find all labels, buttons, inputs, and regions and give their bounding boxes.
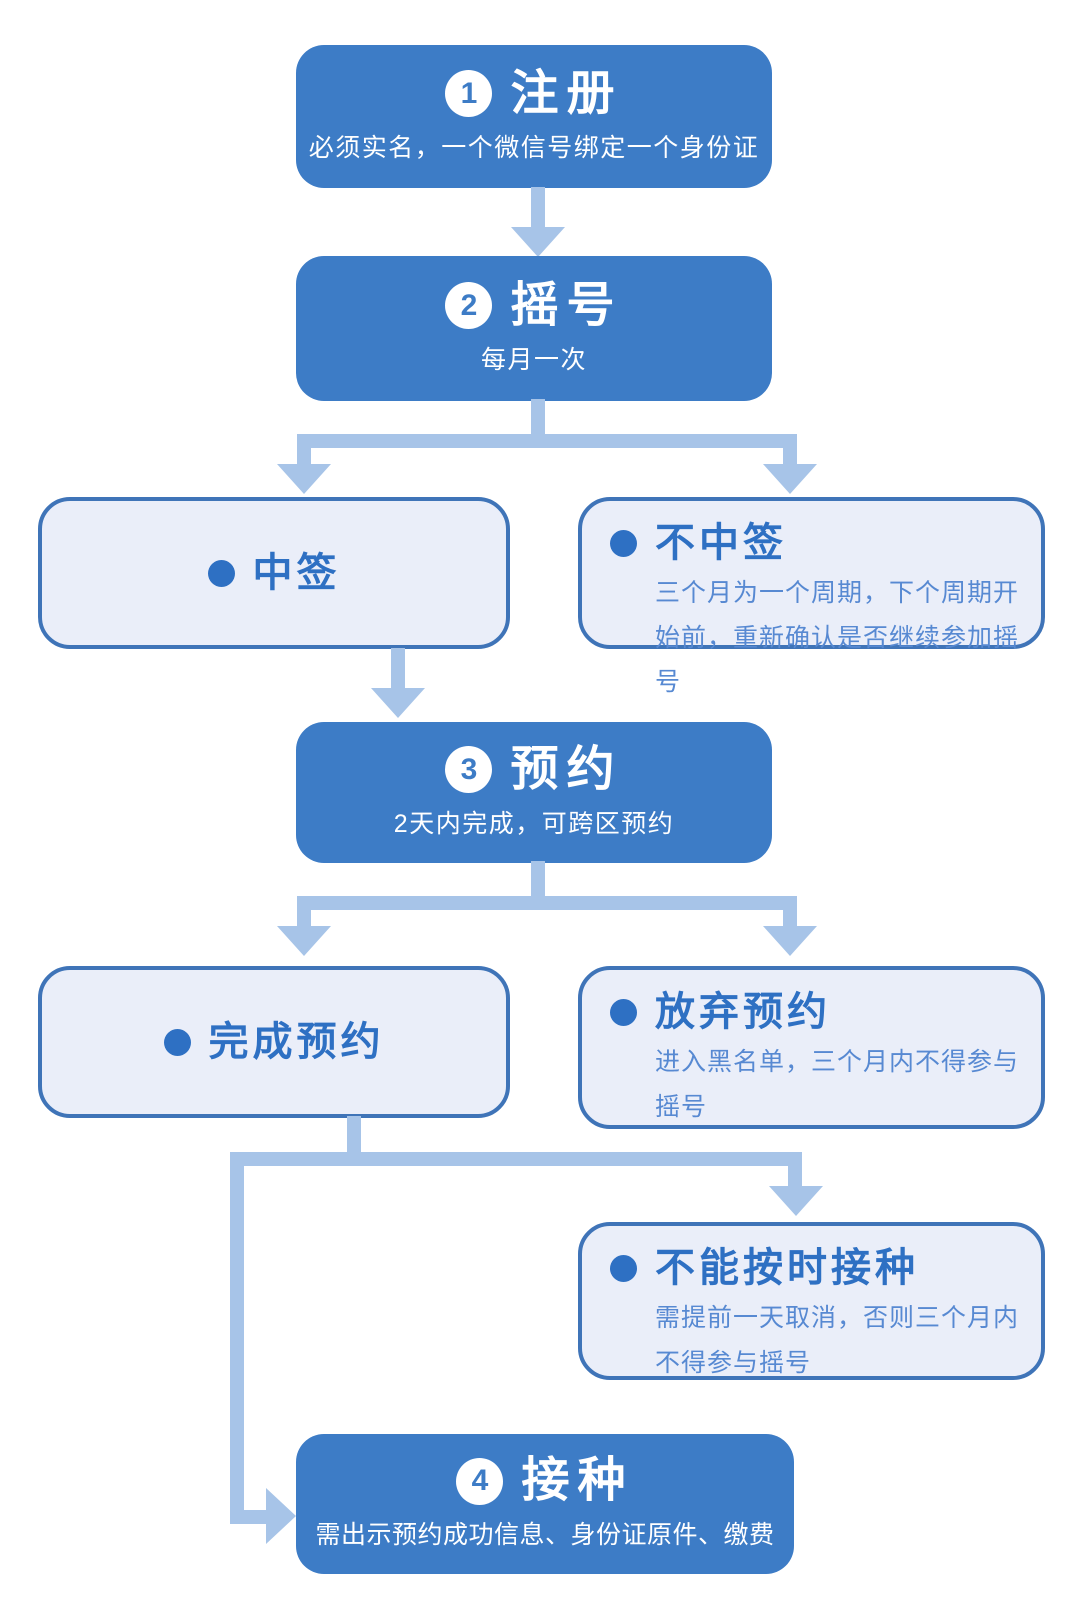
arrow-right-icon	[266, 1488, 296, 1544]
step-register-title: 1 注册	[445, 66, 623, 120]
connector-appointment-stub	[531, 861, 545, 896]
step-vaccination-title: 4 接种	[456, 1457, 633, 1505]
outcome-not-selected-desc: 三个月为一个周期，下个周期开始前，重新确认是否继续参加摇号	[655, 579, 1020, 696]
outcome-appointment-abandoned-title: 放弃预约	[610, 992, 1021, 1032]
outcome-appointment-completed-label: 完成预约	[208, 1020, 385, 1064]
step-number-badge: 2	[445, 282, 493, 329]
connector-appointment-split-bar	[297, 896, 797, 910]
connector-completed-split-bar	[230, 1152, 802, 1166]
outcome-missed-vaccination-title: 不能按时接种	[610, 1248, 1021, 1288]
arrow-down-icon	[371, 688, 425, 718]
connector-lottery-split-bar	[297, 434, 797, 448]
outcome-appointment-completed-title: 完成预约	[163, 1020, 385, 1064]
step-appointment: 3 预约 2天内完成，可跨区预约	[296, 722, 772, 863]
arrow-down-icon	[769, 1186, 823, 1216]
outcome-appointment-completed: 完成预约	[38, 966, 510, 1118]
arrow-down-icon	[763, 464, 817, 494]
outcome-not-selected-label: 不中签	[655, 521, 787, 565]
outcome-missed-vaccination-desc: 需提前一天取消，否则三个月内不得参与摇号	[655, 1304, 1020, 1377]
step-number-badge: 3	[445, 746, 493, 793]
arrow-down-icon	[763, 926, 817, 956]
outcome-selected-title: 中签	[207, 551, 341, 595]
step-register-label: 注册	[510, 66, 623, 120]
outcome-appointment-abandoned-label: 放弃预约	[655, 990, 831, 1034]
connector-register-to-lottery	[531, 187, 545, 229]
connector-lottery-right-drop	[783, 448, 797, 466]
bullet-icon	[163, 1028, 191, 1056]
outcome-appointment-abandoned-desc: 进入黑名单，三个月内不得参与摇号	[655, 1048, 1020, 1121]
connector-selected-to-appointment	[391, 648, 405, 690]
step-number-badge: 4	[456, 1457, 504, 1505]
step-register: 1 注册 必须实名，一个微信号绑定一个身份证	[296, 45, 772, 188]
bullet-icon	[610, 529, 637, 557]
bullet-icon	[610, 1254, 637, 1282]
connector-completed-left-vertical	[230, 1166, 244, 1524]
step-vaccination-label: 接种	[521, 1454, 634, 1507]
step-number-badge: 1	[445, 70, 493, 117]
step-vaccination-subtitle: 需出示预约成功信息、身份证原件、缴费	[315, 1521, 775, 1549]
outcome-appointment-abandoned: 放弃预约 进入黑名单，三个月内不得参与摇号	[578, 966, 1045, 1129]
connector-appointment-right-drop	[783, 910, 797, 928]
bullet-icon	[207, 559, 235, 587]
outcome-not-selected: 不中签 三个月为一个周期，下个周期开始前，重新确认是否继续参加摇号	[578, 497, 1045, 696]
outcome-not-selected-title: 不中签	[610, 523, 1021, 563]
step-vaccination: 4 接种 需出示预约成功信息、身份证原件、缴费	[296, 1434, 794, 1574]
connector-completed-left-horizontal	[244, 1510, 268, 1524]
outcome-missed-vaccination-label: 不能按时接种	[655, 1246, 919, 1290]
step-lottery-label: 摇号	[510, 278, 623, 332]
arrow-down-icon	[277, 926, 331, 956]
outcome-missed-vaccination: 不能按时接种 需提前一天取消，否则三个月内不得参与摇号	[578, 1222, 1045, 1380]
connector-completed-stub	[347, 1116, 361, 1152]
outcome-selected-label: 中签	[252, 551, 341, 595]
step-appointment-subtitle: 2天内完成，可跨区预约	[393, 809, 675, 838]
step-lottery-subtitle: 每月一次	[480, 345, 587, 374]
step-lottery-title: 2 摇号	[445, 278, 623, 332]
arrow-down-icon	[511, 227, 565, 257]
bullet-icon	[610, 998, 637, 1026]
step-appointment-label: 预约	[510, 742, 623, 796]
outcome-selected: 中签	[38, 497, 510, 649]
connector-lottery-left-drop	[297, 448, 311, 466]
connector-appointment-left-drop	[297, 910, 311, 928]
connector-lottery-stub	[531, 399, 545, 434]
arrow-down-icon	[277, 464, 331, 494]
step-register-subtitle: 必须实名，一个微信号绑定一个身份证	[308, 133, 760, 162]
connector-completed-right-drop	[788, 1166, 802, 1188]
step-appointment-title: 3 预约	[445, 742, 623, 796]
step-lottery: 2 摇号 每月一次	[296, 256, 772, 401]
